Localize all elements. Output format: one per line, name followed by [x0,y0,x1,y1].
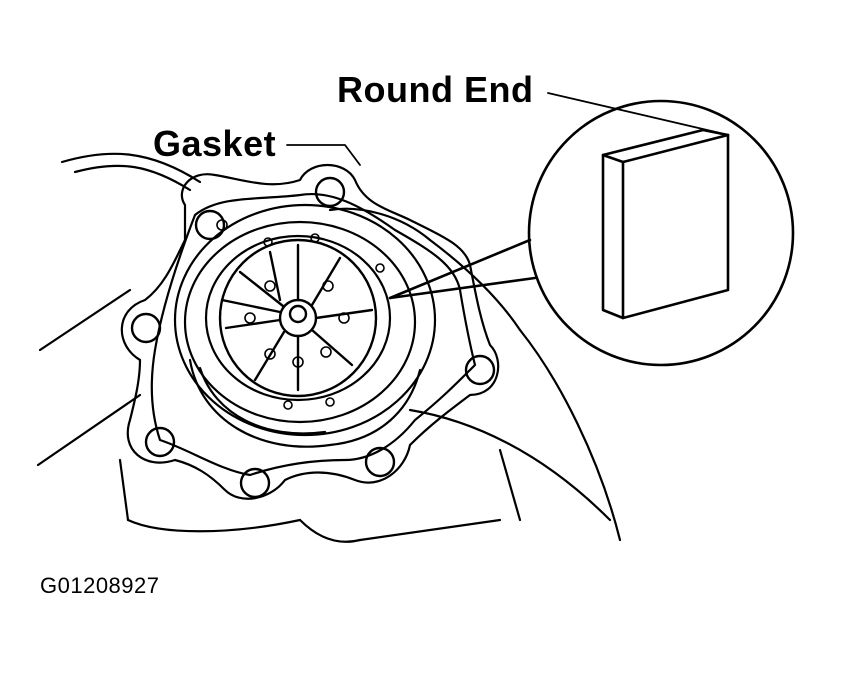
impeller [218,233,385,410]
gasket-label: Gasket [153,123,277,164]
detail-callout [388,99,795,367]
gasket-leader [286,144,361,166]
gasket-flange [120,164,500,500]
engine-housing [36,152,622,543]
figure-code: G01208927 [40,573,160,598]
bolt-holes [130,176,496,499]
round-end-leader [547,92,721,134]
gasket-round-end-block [601,128,730,320]
leader-lines [286,92,721,166]
round-end-label: Round End [337,69,534,110]
pump-body-rings [173,203,437,448]
